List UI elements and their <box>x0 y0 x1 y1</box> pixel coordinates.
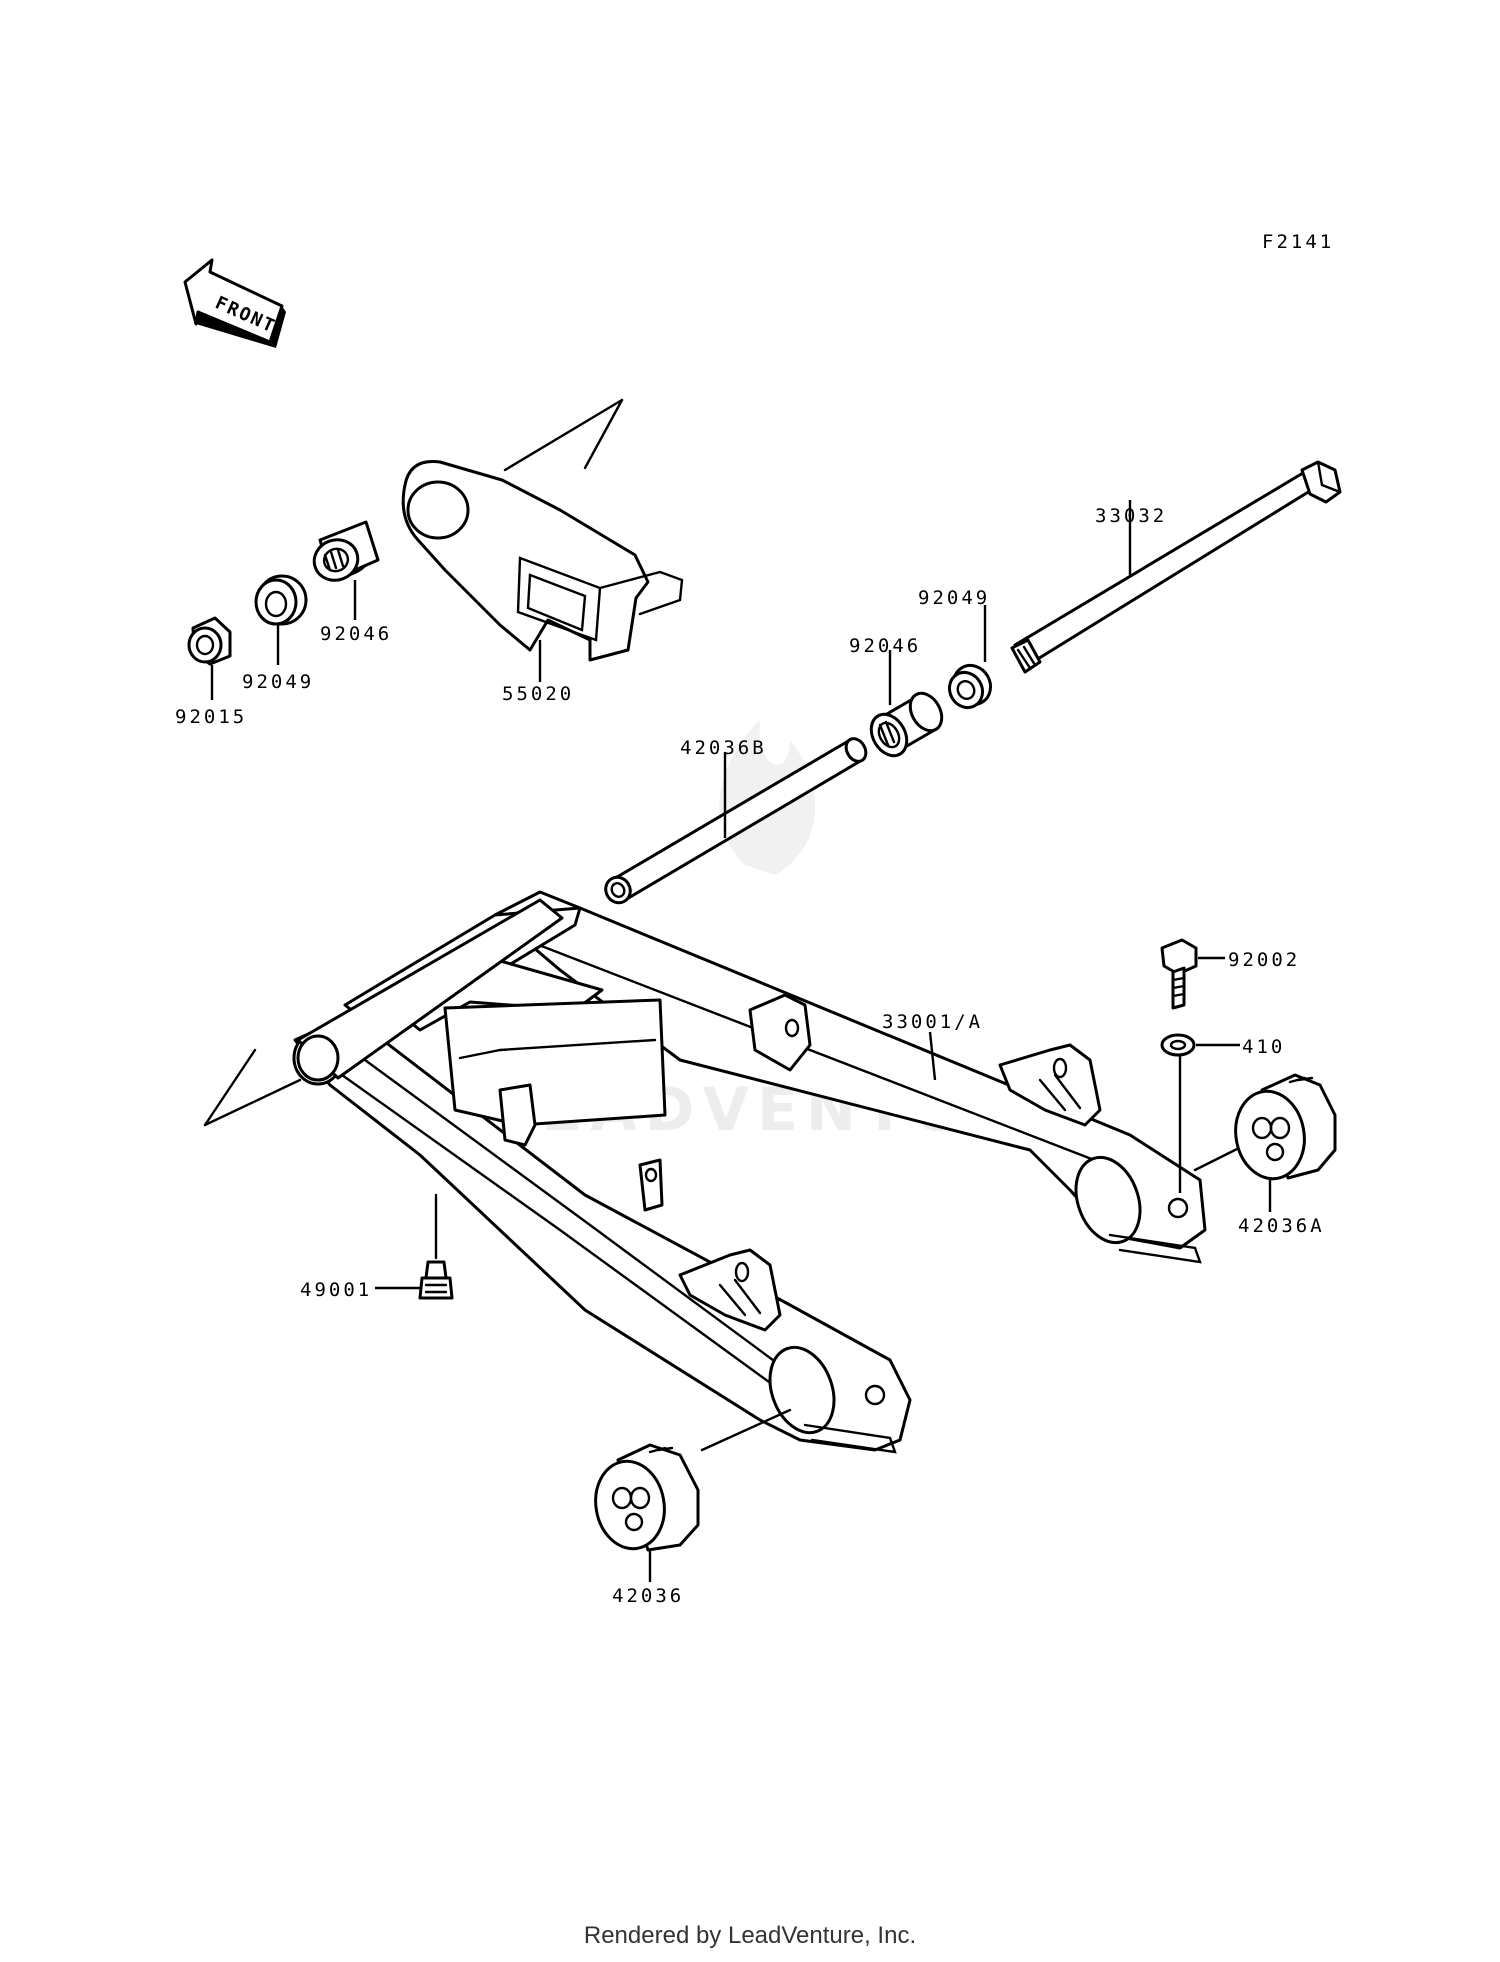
label-92046-right: 92046 <box>849 635 921 657</box>
washer-410 <box>1160 1033 1196 1057</box>
front-arrow-icon: FRONT <box>183 258 286 348</box>
label-410: 410 <box>1242 1036 1285 1058</box>
sleeve-42036B <box>604 737 868 905</box>
label-92049-left: 92049 <box>242 671 314 693</box>
bolt-92002 <box>1160 938 1198 1010</box>
label-92049-right: 92049 <box>918 587 990 609</box>
swingarm-33001A <box>203 890 1207 1454</box>
label-42036B: 42036B <box>680 737 767 759</box>
label-92002: 92002 <box>1228 949 1300 971</box>
figure-code: F2141 <box>1262 231 1334 253</box>
leader-lines <box>210 500 1272 1582</box>
bushing-42036A <box>1193 1073 1337 1181</box>
part-labels: 33032 92049 92046 42036B 92046 92049 920… <box>175 505 1325 1607</box>
label-92015: 92015 <box>175 706 247 728</box>
label-55020: 55020 <box>502 683 574 705</box>
label-33001A: 33001/A <box>882 1011 983 1033</box>
label-49001: 49001 <box>300 1279 372 1301</box>
collar-92046-left <box>312 520 380 582</box>
collar-92046-right <box>869 691 944 758</box>
bushing-42036 <box>594 1408 792 1552</box>
label-42036: 42036 <box>612 1585 684 1607</box>
washer-92049-right <box>947 663 993 710</box>
pivot-bolt-33032 <box>1010 460 1342 674</box>
label-92046-left: 92046 <box>320 623 392 645</box>
label-42036A: 42036A <box>1238 1215 1325 1237</box>
footer-credit: Rendered by LeadVenture, Inc. <box>583 1922 917 1949</box>
label-33032: 33032 <box>1095 505 1167 527</box>
bracket-55020 <box>401 398 684 662</box>
washer-92049-left <box>254 574 308 626</box>
nut-92015 <box>187 616 232 666</box>
grease-fitting-49001 <box>418 1193 454 1300</box>
